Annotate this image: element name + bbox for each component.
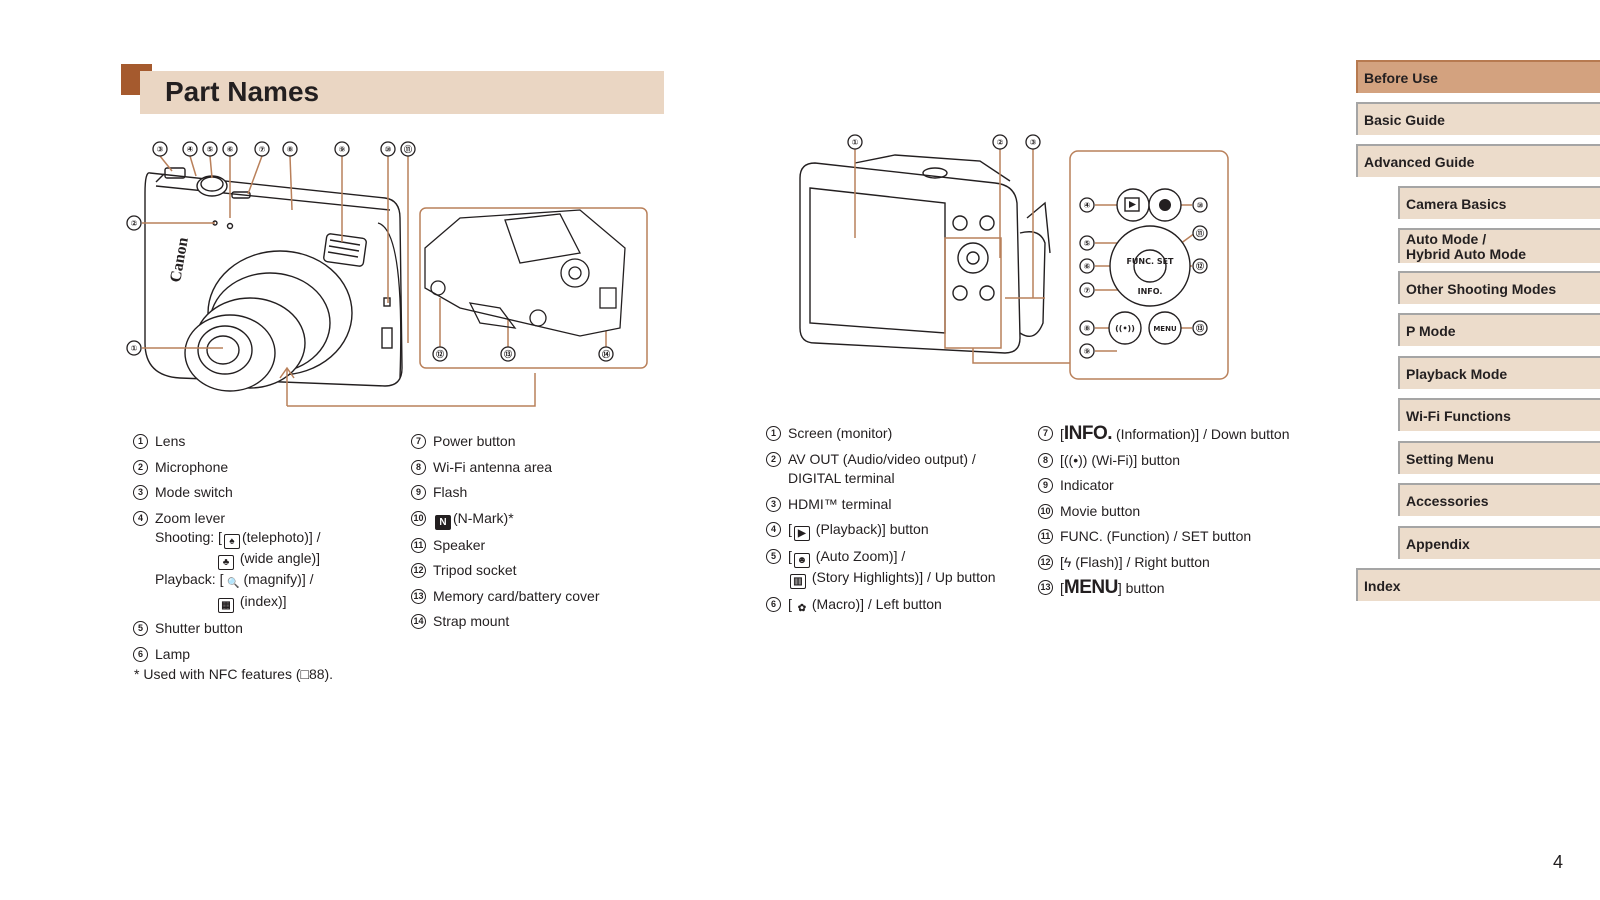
nav-basic-guide[interactable]: Basic Guide	[1356, 102, 1600, 135]
back-callout-10: ⑩	[1197, 201, 1204, 210]
callout-3: ③	[157, 145, 164, 154]
back-callout-11: ⑪	[1196, 228, 1204, 238]
back-callout-8: ⑧	[1084, 324, 1091, 333]
auto-zoom-icon: ☻	[793, 553, 810, 568]
callout-8: ⑧	[287, 145, 294, 154]
story-highlights-icon: ▥	[790, 574, 806, 589]
callout-6: ⑥	[227, 145, 234, 154]
back-callout-1: ①	[852, 138, 859, 147]
menu-label: MENU	[1153, 325, 1177, 333]
nav-other-shooting-modes[interactable]: Other Shooting Modes	[1398, 271, 1600, 304]
nav-camera-basics[interactable]: Camera Basics	[1398, 186, 1600, 219]
callout-12: ⑫	[436, 349, 444, 359]
index-icon: ▦	[218, 598, 234, 613]
nav-playback-mode[interactable]: Playback Mode	[1398, 356, 1600, 389]
list-item: 5[☻ (Auto Zoom)] /▥ (Story Highlights)] …	[766, 547, 1036, 589]
back-callout-2: ②	[997, 138, 1004, 147]
wifi-icon: ((•))	[1063, 451, 1088, 468]
title-band	[140, 71, 664, 114]
back-callout-5: ⑤	[1084, 239, 1091, 248]
nfc-footnote: * Used with NFC features (□88).	[134, 666, 334, 682]
info-label: INFO.	[1138, 287, 1163, 296]
n-mark-icon: N	[435, 514, 451, 530]
callout-9: ⑨	[339, 145, 346, 154]
callout-2: ②	[131, 219, 138, 228]
front-camera-illustration: Canon	[126, 141, 648, 407]
list-item: 4[▶ (Playback)] button	[766, 520, 1036, 541]
back-callout-3: ③	[1030, 138, 1037, 147]
back-callout-9: ⑨	[1084, 347, 1091, 356]
list-item: 13[MENU] button	[1038, 578, 1298, 599]
func-set-label: FUNC. SET	[1126, 257, 1174, 266]
back-parts-list-2: 7[INFO. (Information)] / Down button 8[(…	[1038, 424, 1298, 605]
back-camera-illustration: FUNC. SET INFO. MENU ((•)) ① ② ③ ④ ⑤ ⑥ ⑦…	[799, 134, 1229, 380]
magnify-icon: 🔍	[227, 578, 240, 589]
wide-angle-icon: ♣	[218, 555, 234, 570]
nav-wifi-functions[interactable]: Wi-Fi Functions	[1398, 398, 1600, 431]
list-item: 7[INFO. (Information)] / Down button	[1038, 424, 1298, 445]
nav-p-mode[interactable]: P Mode	[1398, 313, 1600, 346]
callout-13: ⑬	[504, 349, 512, 359]
front-camera-diagram: Canon	[120, 138, 670, 423]
nav-auto-mode[interactable]: Auto Mode / Hybrid Auto Mode	[1398, 228, 1600, 263]
back-camera-diagram: FUNC. SET INFO. MENU ((•)) ① ② ③ ④ ⑤ ⑥ ⑦…	[795, 133, 1255, 393]
callout-10: ⑩	[385, 145, 392, 154]
macro-icon: ✿	[797, 603, 807, 614]
callout-4: ④	[187, 145, 194, 154]
flash-icon: ϟ	[1063, 553, 1072, 570]
nav-accessories[interactable]: Accessories	[1398, 483, 1600, 516]
callout-5: ⑤	[207, 145, 214, 154]
callout-11: ⑪	[404, 144, 412, 154]
nav-setting-menu[interactable]: Setting Menu	[1398, 441, 1600, 474]
back-callout-12: ⑫	[1196, 261, 1204, 271]
nav-appendix[interactable]: Appendix	[1398, 526, 1600, 559]
nav-index[interactable]: Index	[1356, 568, 1600, 601]
back-callout-4: ④	[1084, 201, 1091, 210]
playback-icon: ▶	[793, 526, 810, 541]
callout-7: ⑦	[259, 145, 266, 154]
list-item: 8[((•)) (Wi-Fi)] button	[1038, 451, 1298, 471]
callout-14: ⑭	[602, 349, 610, 359]
page-number: 4	[1553, 852, 1564, 872]
nav-before-use[interactable]: Before Use	[1356, 60, 1600, 93]
back-callout-6: ⑥	[1084, 262, 1091, 271]
back-callout-7: ⑦	[1084, 286, 1091, 295]
list-item: 4 Zoom lever Shooting: [♠(telephoto)] / …	[133, 509, 393, 613]
back-callout-13: ⑬	[1196, 323, 1204, 333]
telephoto-icon: ♠	[223, 534, 240, 549]
svg-text:((•)): ((•))	[1115, 324, 1135, 333]
list-item: 12[ϟ (Flash)] / Right button	[1038, 553, 1298, 573]
list-item: 6[✿(Macro)] / Left button	[766, 595, 1036, 617]
page-title: Part Names	[165, 76, 320, 107]
callout-1: ①	[131, 344, 138, 353]
nav-advanced-guide[interactable]: Advanced Guide	[1356, 144, 1600, 177]
